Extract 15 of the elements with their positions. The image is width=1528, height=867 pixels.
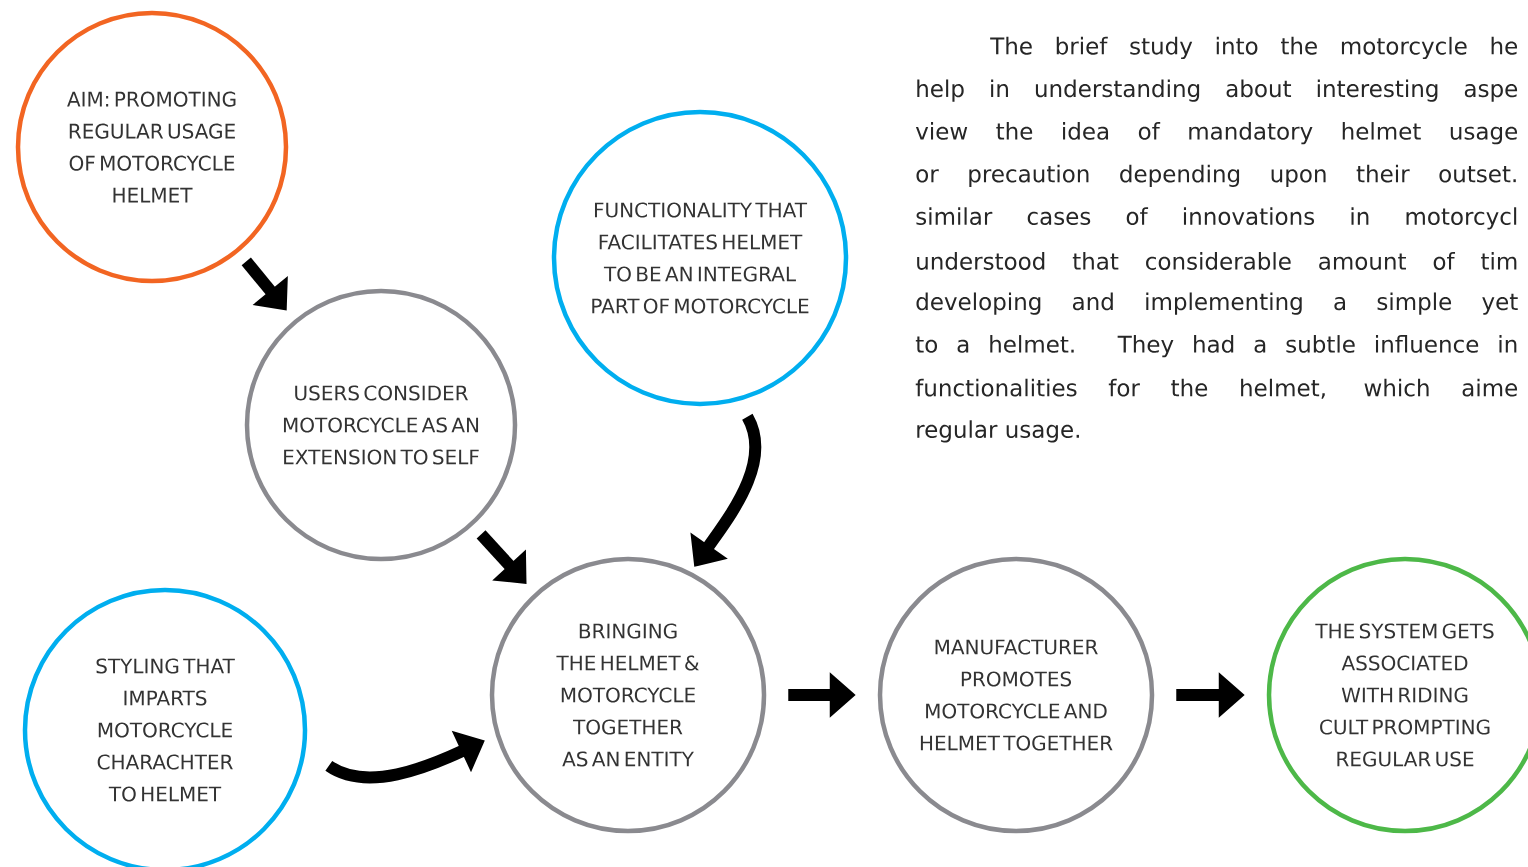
text-line: developing and implementing a simple yet: [916, 292, 1518, 315]
circle-node: BRINGING THE HELMET & MOTORCYCLE TOGETHER AS AN ENTITY: [489, 556, 767, 834]
circle-node: AIM: PROMOTING REGULAR USAGE OF MOTORCYCLE HELMET: [15, 10, 289, 284]
text-line: functionalities for the helmet, which aime: [915, 378, 1518, 399]
text-line: help in understanding about interesting aspe: [917, 79, 1518, 102]
text-line: The brief study into the motorcycle he: [990, 36, 1518, 60]
circle-node: MANUFACTURER PROMOTES MOTORCYCLE AND HELMET TOGETHER: [877, 556, 1155, 834]
circle-node: USERS CONSIDER MOTORCYCLE AS AN EXTENSION TO SELF: [244, 288, 518, 562]
text-line: understood that considerable amount of tim: [917, 252, 1517, 270]
circle-node: FUNCTIONALITY THAT FACILITATES HELMET TO BE AN INTEGRAL PART OF MOTORCYCLE: [551, 109, 849, 407]
text-line: to a helmet. They had a subtle influence in: [915, 335, 1517, 358]
text-line: similar cases of innovations in motorcycl: [916, 207, 1517, 230]
text-line: view the idea of mandatory helmet usage: [915, 122, 1518, 145]
text-line: or precaution depending upon their outset.: [916, 164, 1516, 187]
text-line: regular usage.: [917, 420, 1079, 443]
